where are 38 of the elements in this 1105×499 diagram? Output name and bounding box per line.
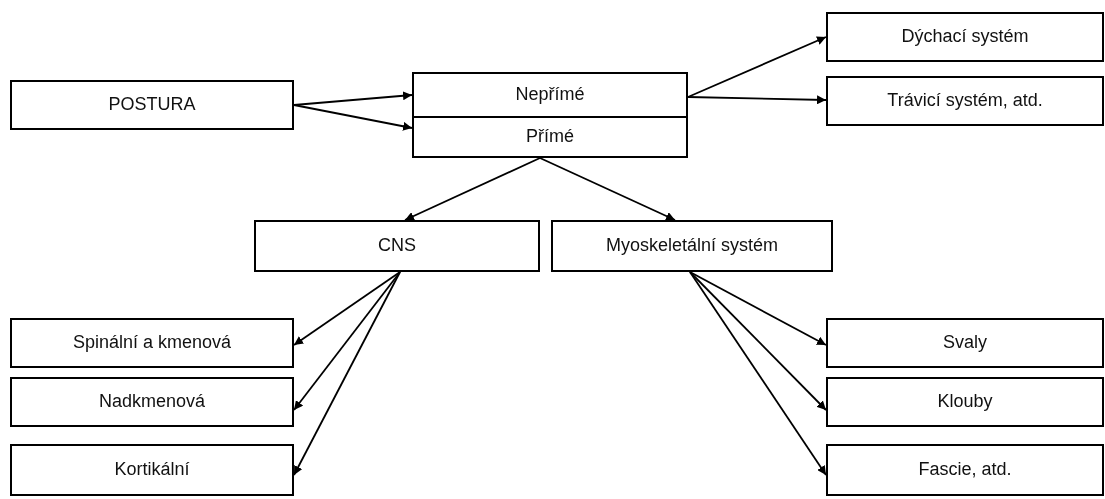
arrow <box>687 36 827 98</box>
process-box <box>10 377 294 427</box>
box-label: Přímé <box>526 126 574 148</box>
process-box <box>826 76 1104 126</box>
arrow <box>293 91 413 106</box>
process-box <box>826 318 1104 368</box>
process-box <box>551 220 833 272</box>
box-label: Nepřímé <box>515 84 585 106</box>
box-label: POSTURA <box>108 94 196 116</box>
arrow <box>689 271 827 476</box>
arrow <box>689 271 827 411</box>
process-box <box>10 80 294 130</box>
process-box <box>826 12 1104 62</box>
box-label: Klouby <box>937 391 993 413</box>
box-label: Nadkmenová <box>98 391 206 413</box>
arrow <box>293 104 413 131</box>
process-box <box>254 220 540 272</box>
arrow <box>539 157 676 221</box>
arrow <box>687 95 827 105</box>
arrow <box>689 271 827 346</box>
arrow <box>293 271 401 411</box>
box-label: Svaly <box>943 332 987 354</box>
box-label: Trávicí systém, atd. <box>887 90 1043 112</box>
box-label: CNS <box>378 235 416 257</box>
box-label: Dýchací systém <box>901 26 1029 48</box>
box-label: Spinální a kmenová <box>72 332 232 354</box>
process-box <box>826 444 1104 496</box>
box-label: Fascie, atd. <box>918 459 1012 481</box>
arrow <box>293 271 401 346</box>
arrow <box>404 157 541 221</box>
arrow <box>293 271 401 476</box>
box-label: Myoskeletální systém <box>605 235 779 257</box>
process-box <box>412 72 688 118</box>
box-label: Kortikální <box>114 459 190 481</box>
process-box <box>10 318 294 368</box>
process-box <box>826 377 1104 427</box>
process-box <box>10 444 294 496</box>
process-box <box>412 116 688 158</box>
